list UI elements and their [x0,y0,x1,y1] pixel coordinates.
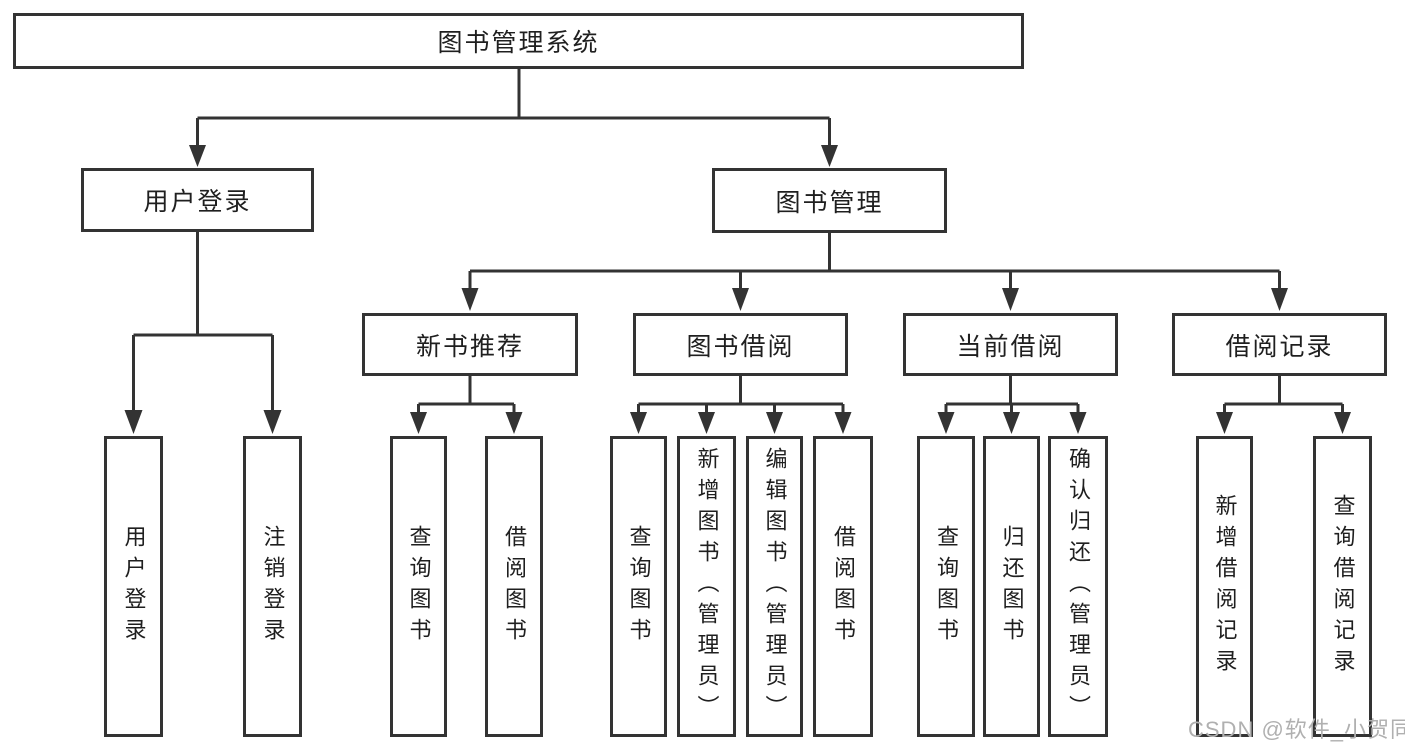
connector-root-to-level2 [196,69,831,147]
leaf-confirm-return-admin: 确认归还（管理员） [1048,436,1108,737]
connector-current-borrow-branch [944,376,1080,414]
leaf-edit-books-admin: 编辑图书（管理员） [746,436,803,737]
node-borrow-records: 借阅记录 [1172,313,1387,376]
arrowheads-level3 [461,288,1288,311]
connector-borrow-record-branch [1223,376,1344,414]
arrowheads-borrow-record-branch [1216,412,1351,434]
node-label: 用户登录 [143,188,252,216]
connector-new-book-branch [417,376,516,414]
node-label: 注销登录 [260,524,286,649]
node-label: 图书借阅 [686,332,795,361]
node-label: 新增图书（管理员） [694,447,720,726]
node-current-borrow: 当前借阅 [903,313,1118,376]
leaf-add-borrow-record: 新增借阅记录 [1196,436,1253,737]
leaf-query-books-borrow: 查询图书 [610,436,667,737]
leaf-query-books-recommend: 查询图书 [390,436,447,737]
node-new-book-recommend: 新书推荐 [362,313,578,376]
arrowheads-user-login-branch [124,410,282,434]
node-label: 查询图书 [406,524,432,649]
arrowheads-new-book-branch [410,412,523,434]
node-label: 确认归还（管理员） [1066,447,1091,726]
node-label: 图书管理系统 [437,29,600,57]
node-label: 查询借阅记录 [1330,493,1356,680]
leaf-add-books-admin: 新增图书（管理员） [677,436,736,737]
leaf-query-books-current: 查询图书 [917,436,975,737]
node-label: 新书推荐 [415,332,524,361]
csdn-watermark: CSDN @软件_小贺同学 [1188,717,1405,742]
node-book-management: 图书管理 [712,168,947,233]
leaf-borrow-books: 借阅图书 [813,436,873,737]
node-label: 归还图书 [999,524,1025,649]
leaf-logout: 注销登录 [243,436,302,737]
arrowheads-level2 [189,145,838,167]
node-label: 查询图书 [626,524,652,649]
leaf-borrow-books-recommend: 借阅图书 [485,436,543,737]
node-label: 借阅记录 [1225,332,1334,361]
connector-book-mgmt-to-level3 [468,233,1281,290]
connector-book-borrow-branch [637,376,845,414]
connector-user-login-branch [132,232,274,412]
node-book-borrow: 图书借阅 [633,313,848,376]
node-label: 用户登录 [121,524,147,649]
node-label: 借阅图书 [502,524,527,649]
node-user-login: 用户登录 [81,168,314,232]
leaf-return-books: 归还图书 [983,436,1040,737]
node-label: 查询图书 [934,524,959,649]
leaf-user-login: 用户登录 [104,436,163,737]
node-label: 图书管理 [775,188,884,217]
node-label: 新增借阅记录 [1212,493,1238,680]
node-root-library-system: 图书管理系统 [13,13,1024,69]
arrowheads-current-borrow-branch [937,412,1087,434]
arrowheads-book-borrow-branch [630,412,852,434]
node-label: 借阅图书 [831,524,856,649]
node-label: 当前借阅 [956,332,1065,361]
node-label: 编辑图书（管理员） [762,447,788,726]
leaf-query-borrow-record: 查询借阅记录 [1313,436,1372,737]
